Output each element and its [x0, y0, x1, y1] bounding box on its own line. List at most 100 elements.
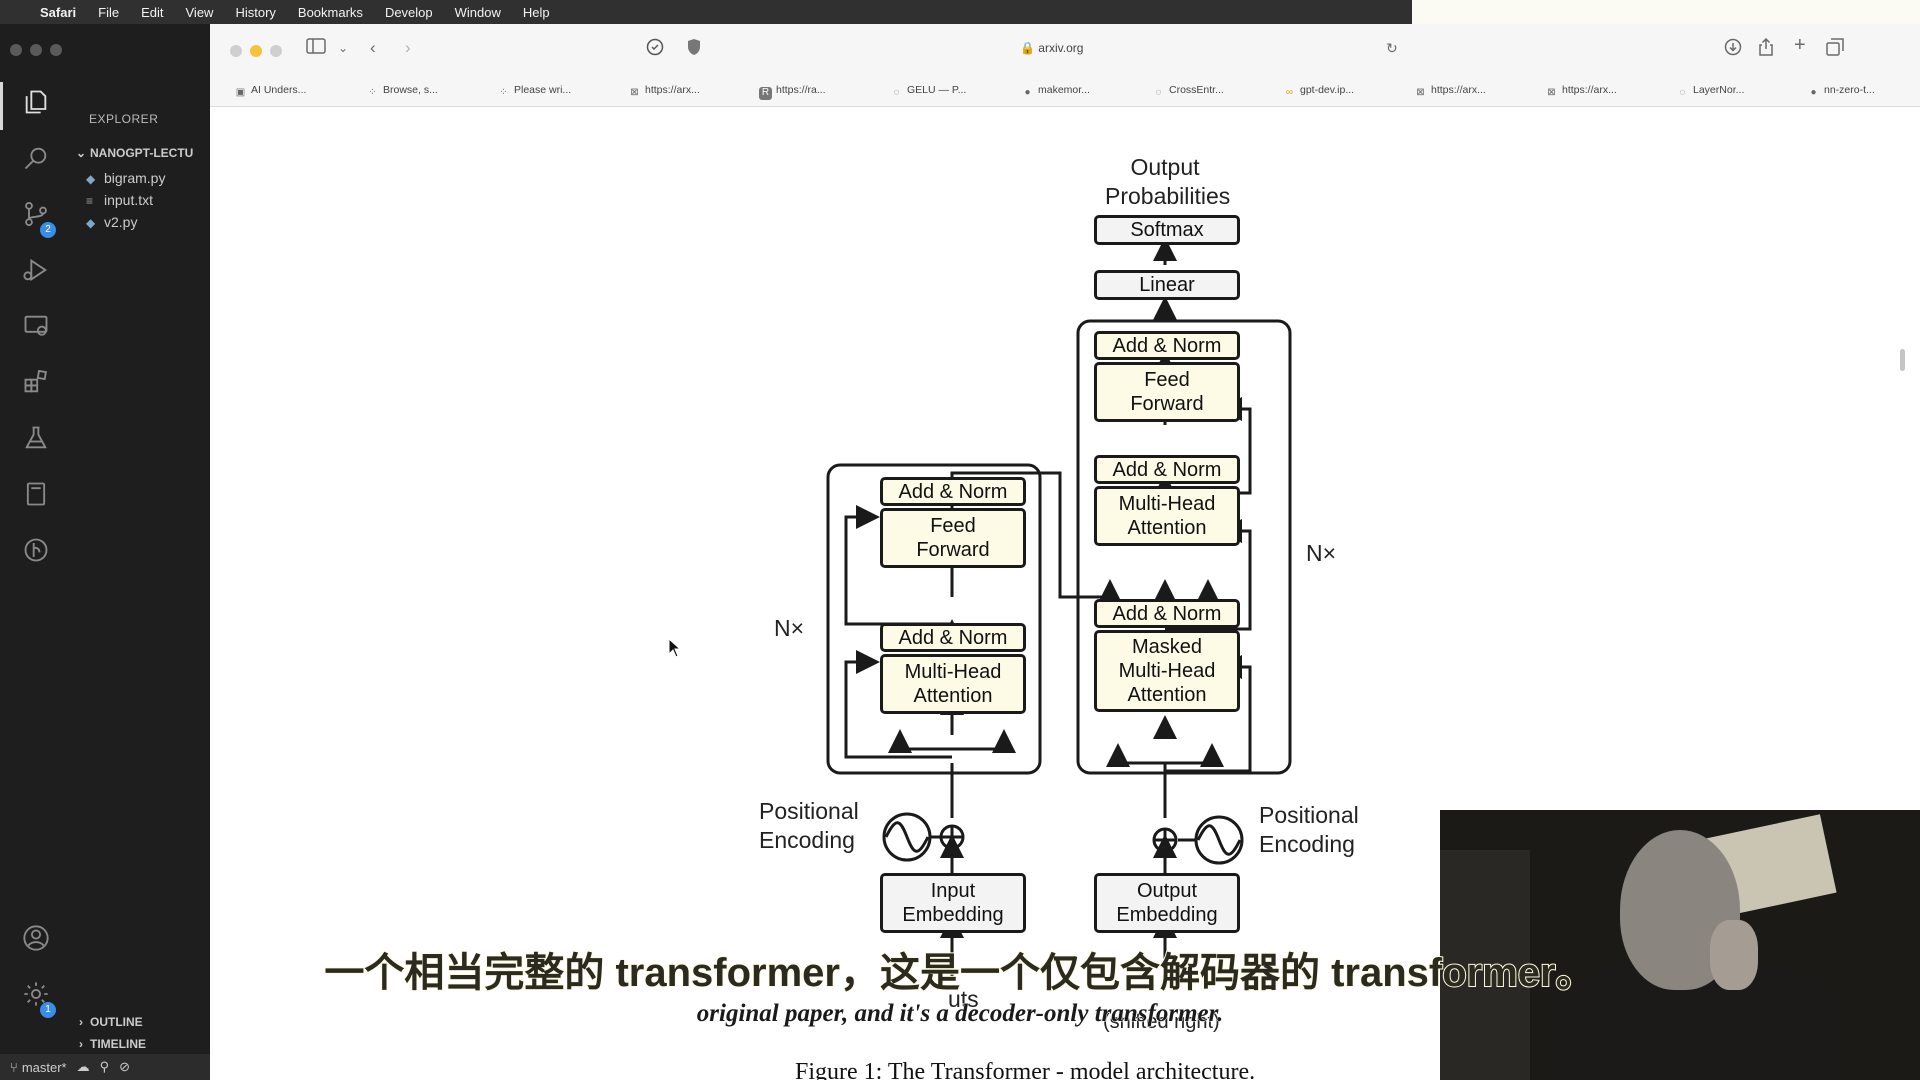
close-dot-icon[interactable] [10, 44, 22, 56]
testing-flask-icon[interactable] [18, 424, 54, 460]
label-line: Masked [1131, 636, 1203, 658]
privacy-report-icon[interactable] [646, 38, 664, 61]
menu-bookmarks[interactable]: Bookmarks [297, 4, 363, 20]
scrollbar[interactable] [1900, 349, 1905, 371]
file-bigram-py[interactable]: ◆bigram.py [86, 170, 165, 186]
file-label: bigram.py [104, 170, 166, 186]
source-control-icon[interactable]: 2 [18, 200, 56, 238]
tab-overview-icon[interactable] [1826, 38, 1844, 61]
bookmark-item[interactable]: ◌CrossEntr... [1152, 84, 1224, 100]
bookmark-label: makemor... [1038, 84, 1090, 96]
files-icon[interactable] [18, 88, 54, 124]
lock-icon: 🔒 [1020, 41, 1035, 55]
label-line: Positional [759, 798, 859, 824]
arxiv-icon: ⊠ [1547, 87, 1556, 98]
menu-help[interactable]: Help [522, 4, 550, 20]
minimize-dot-icon[interactable] [30, 44, 42, 56]
minimize-dot-icon[interactable] [250, 45, 262, 57]
address-bar[interactable]: 🔒 arxiv.org [1020, 41, 1083, 55]
search-icon[interactable] [18, 144, 54, 180]
sync-icon[interactable]: ☁ [76, 1059, 90, 1074]
bookmark-label: CrossEntr... [1169, 84, 1224, 96]
background-shape [1440, 850, 1530, 1080]
port-icon[interactable]: ⊘ [119, 1059, 131, 1074]
file-input-txt[interactable]: ≡input.txt [86, 192, 153, 208]
chevron-down-icon[interactable]: ⌄ [338, 41, 349, 55]
notebook-icon[interactable] [18, 480, 54, 516]
menu-file[interactable]: File [98, 4, 120, 20]
settings-gear-icon[interactable]: 1 [18, 980, 56, 1018]
page-content[interactable]: Output Probabilities Softmax Linear Add … [210, 107, 1920, 1080]
reload-icon[interactable]: ↻ [1386, 40, 1398, 56]
bookmark-item[interactable]: ∞gpt-dev.ip... [1283, 84, 1354, 100]
downloads-icon[interactable] [1724, 38, 1742, 61]
decoder-multi-head-attention-box: Multi-Head Attention [1094, 486, 1240, 546]
bookmark-item[interactable]: ● nn-zero-t... [1807, 84, 1875, 100]
decoder-add-norm-2: Add & Norm [1094, 455, 1240, 484]
bookmark-item[interactable]: ⊠https://arx... [1545, 84, 1617, 100]
workspace-folder[interactable]: ⌄NANOGPT-LECTU [72, 146, 193, 160]
sidebar-toggle-icon[interactable] [306, 38, 326, 59]
menu-develop[interactable]: Develop [384, 4, 433, 20]
github-icon: ● [1810, 87, 1817, 98]
label-line: Attention [1127, 517, 1207, 539]
encoder-block-outline [826, 463, 1042, 775]
webcam-overlay [1440, 810, 1920, 1080]
zoom-dot-icon[interactable] [270, 45, 282, 57]
bookmark-item[interactable]: ▣AI Unders... [234, 84, 307, 100]
folder-label: NANOGPT-LECTU [90, 146, 194, 160]
bookmark-label: nn-zero-t... [1824, 84, 1875, 96]
remote-explorer-icon[interactable] [18, 312, 54, 348]
branch-icon[interactable]: ⑂ [10, 1059, 18, 1075]
bookmark-item[interactable]: ◌GELU — P... [890, 84, 967, 100]
safari-window-controls [230, 45, 282, 57]
label-line: Output [1136, 880, 1198, 902]
encoder-multi-head-attention-box: Multi-Head Attention [880, 654, 1026, 714]
file-v2-py[interactable]: ◆v2.py [86, 214, 137, 230]
outline-section[interactable]: ›OUTLINE [72, 1015, 143, 1029]
decoder-positional-encoding-label: Positional Encoding [1259, 801, 1359, 859]
label-line: Multi-Head [1118, 660, 1216, 682]
loading-icon: ⁘ [499, 87, 508, 98]
outline-label: OUTLINE [90, 1015, 143, 1029]
bookmark-item[interactable]: ◌LayerNor... [1676, 84, 1745, 100]
close-dot-icon[interactable] [230, 45, 242, 57]
zoom-dot-icon[interactable] [50, 44, 62, 56]
new-tab-icon[interactable]: + [1794, 34, 1806, 56]
shield-icon[interactable] [686, 38, 702, 61]
git-graph-icon[interactable] [18, 536, 54, 572]
share-icon[interactable] [1758, 37, 1774, 61]
subtitle-english: original paper, and it's a decoder-only … [696, 1000, 1224, 1028]
account-icon[interactable] [18, 924, 54, 960]
file-label: input.txt [104, 192, 154, 208]
github-icon: ● [1024, 87, 1031, 98]
back-icon[interactable]: ‹ [370, 38, 376, 57]
git-graph-status-icon[interactable]: ⚲ [99, 1059, 110, 1074]
loading-icon: ⁘ [368, 87, 377, 98]
menu-safari[interactable]: Safari [40, 4, 77, 20]
run-debug-icon[interactable] [18, 256, 54, 292]
bookmark-item[interactable]: ⊠https://arx... [628, 84, 700, 100]
extensions-icon[interactable] [18, 368, 54, 404]
bookmark-label: https://ra... [776, 84, 826, 96]
active-indicator [0, 82, 3, 130]
bookmark-label: gpt-dev.ip... [1300, 84, 1355, 96]
bookmark-item[interactable]: ⁘Browse, s... [366, 84, 438, 100]
label-line: Encoding [1259, 830, 1355, 857]
menu-window[interactable]: Window [454, 4, 501, 20]
menu-edit[interactable]: Edit [141, 4, 164, 20]
bookmark-item[interactable]: ⁘Please wri... [497, 84, 571, 100]
bookmark-label: GELU — P... [907, 84, 967, 96]
forward-icon[interactable]: › [405, 38, 411, 57]
timeline-section[interactable]: ›TIMELINE [72, 1037, 146, 1051]
bookmark-item[interactable]: ● makemor... [1021, 84, 1090, 100]
menu-view[interactable]: View [185, 4, 214, 20]
label-line: Multi-Head [1118, 493, 1216, 515]
bookmark-label: LayerNor... [1693, 84, 1745, 96]
safari-window: ⌄ ‹ › 🔒 arxiv.org ↻ + ▣AI Unders... ⁘Bro… [210, 24, 1920, 1080]
menu-history[interactable]: History [235, 4, 276, 20]
bookmark-item[interactable]: ⊠https://arx... [1414, 84, 1486, 100]
encoder-positional-encoding-label: Positional Encoding [759, 797, 859, 855]
branch-label[interactable]: master* [21, 1059, 67, 1075]
